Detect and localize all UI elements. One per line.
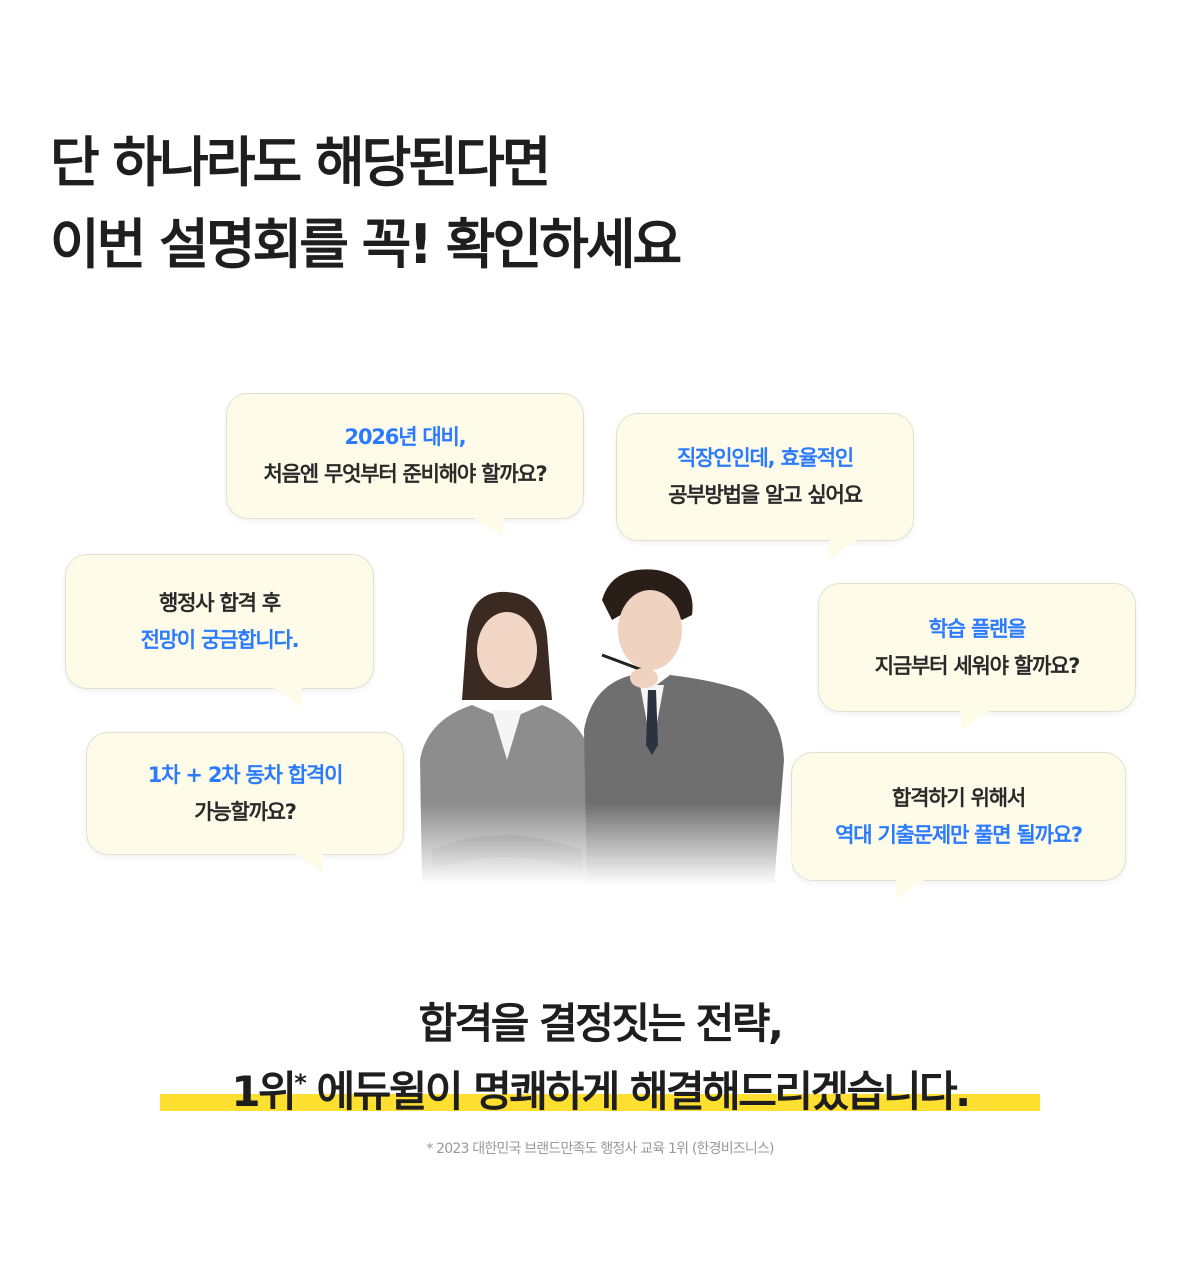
closing-line-2: 1위* 에듀윌이 명쾌하게 해결해드리겠습니다.: [0, 1058, 1200, 1119]
speech-bubble-prospects: 행정사 합격 후 전망이 궁금합니다.: [65, 554, 374, 707]
speech-bubble-study-method: 직장인인데, 효율적인 공부방법을 알고 싶어요: [616, 413, 914, 541]
rank-text: 1위: [231, 1067, 296, 1116]
bubble-text-highlight: 전망이 궁금합니다.: [140, 627, 300, 652]
bubble-text-highlight: 학습 플랜을: [928, 616, 1027, 641]
bubble-text: 지금부터 세워야 할까요?: [874, 653, 1081, 678]
thinking-people-photo: [412, 560, 792, 885]
speech-bubble-study-plan: 학습 플랜을 지금부터 세워야 할까요?: [818, 583, 1136, 712]
bubble-text-highlight: 역대 기출문제만 풀면 될까요?: [835, 822, 1083, 847]
bubble-tail: [272, 687, 302, 707]
bubble-text-highlight: 2026년 대비,: [344, 425, 467, 449]
bubble-tail: [896, 879, 926, 899]
bubble-text: 처음엔 무엇부터 준비해야 할까요?: [263, 462, 548, 486]
bubble-tail: [961, 710, 991, 730]
bubble-tail: [829, 539, 859, 559]
bubble-tail: [293, 853, 323, 873]
speech-bubble-preparation: 2026년 대비, 처음엔 무엇부터 준비해야 할까요?: [226, 393, 584, 537]
footnote-mark: *: [294, 1069, 307, 1097]
footnote: * 2023 대한민국 브랜드만족도 행정사 교육 1위 (한경비즈니스): [426, 1141, 774, 1157]
closing-text: 에듀윌이 명쾌하게 해결해드리겠습니다.: [304, 1067, 971, 1116]
page-headline: 단 하나라도 해당된다면 이번 설명회를 꼭! 확인하세요: [50, 122, 682, 286]
closing-line-1: 합격을 결정짓는 전략,: [418, 999, 784, 1048]
bubble-text: 합격하기 위해서: [892, 785, 1026, 810]
bubble-text-highlight: 1차 + 2차 동차 합격이: [147, 762, 344, 787]
speech-bubble-past-exams: 합격하기 위해서 역대 기출문제만 풀면 될까요?: [791, 752, 1126, 881]
highlight-bar: [160, 1094, 1040, 1111]
speech-bubble-simultaneous-pass: 1차 + 2차 동차 합격이 가능할까요?: [86, 732, 404, 873]
bubble-text: 가능할까요?: [194, 799, 297, 824]
bubble-text-highlight: 직장인인데, 효율적인: [677, 446, 854, 470]
bubble-text: 행정사 합격 후: [159, 590, 281, 615]
headline-line-1: 단 하나라도 해당된다면: [50, 131, 551, 194]
bubble-tail: [473, 517, 503, 537]
bubble-text: 공부방법을 알고 싶어요: [668, 483, 863, 507]
headline-line-2: 이번 설명회를 꼭! 확인하세요: [50, 213, 682, 276]
